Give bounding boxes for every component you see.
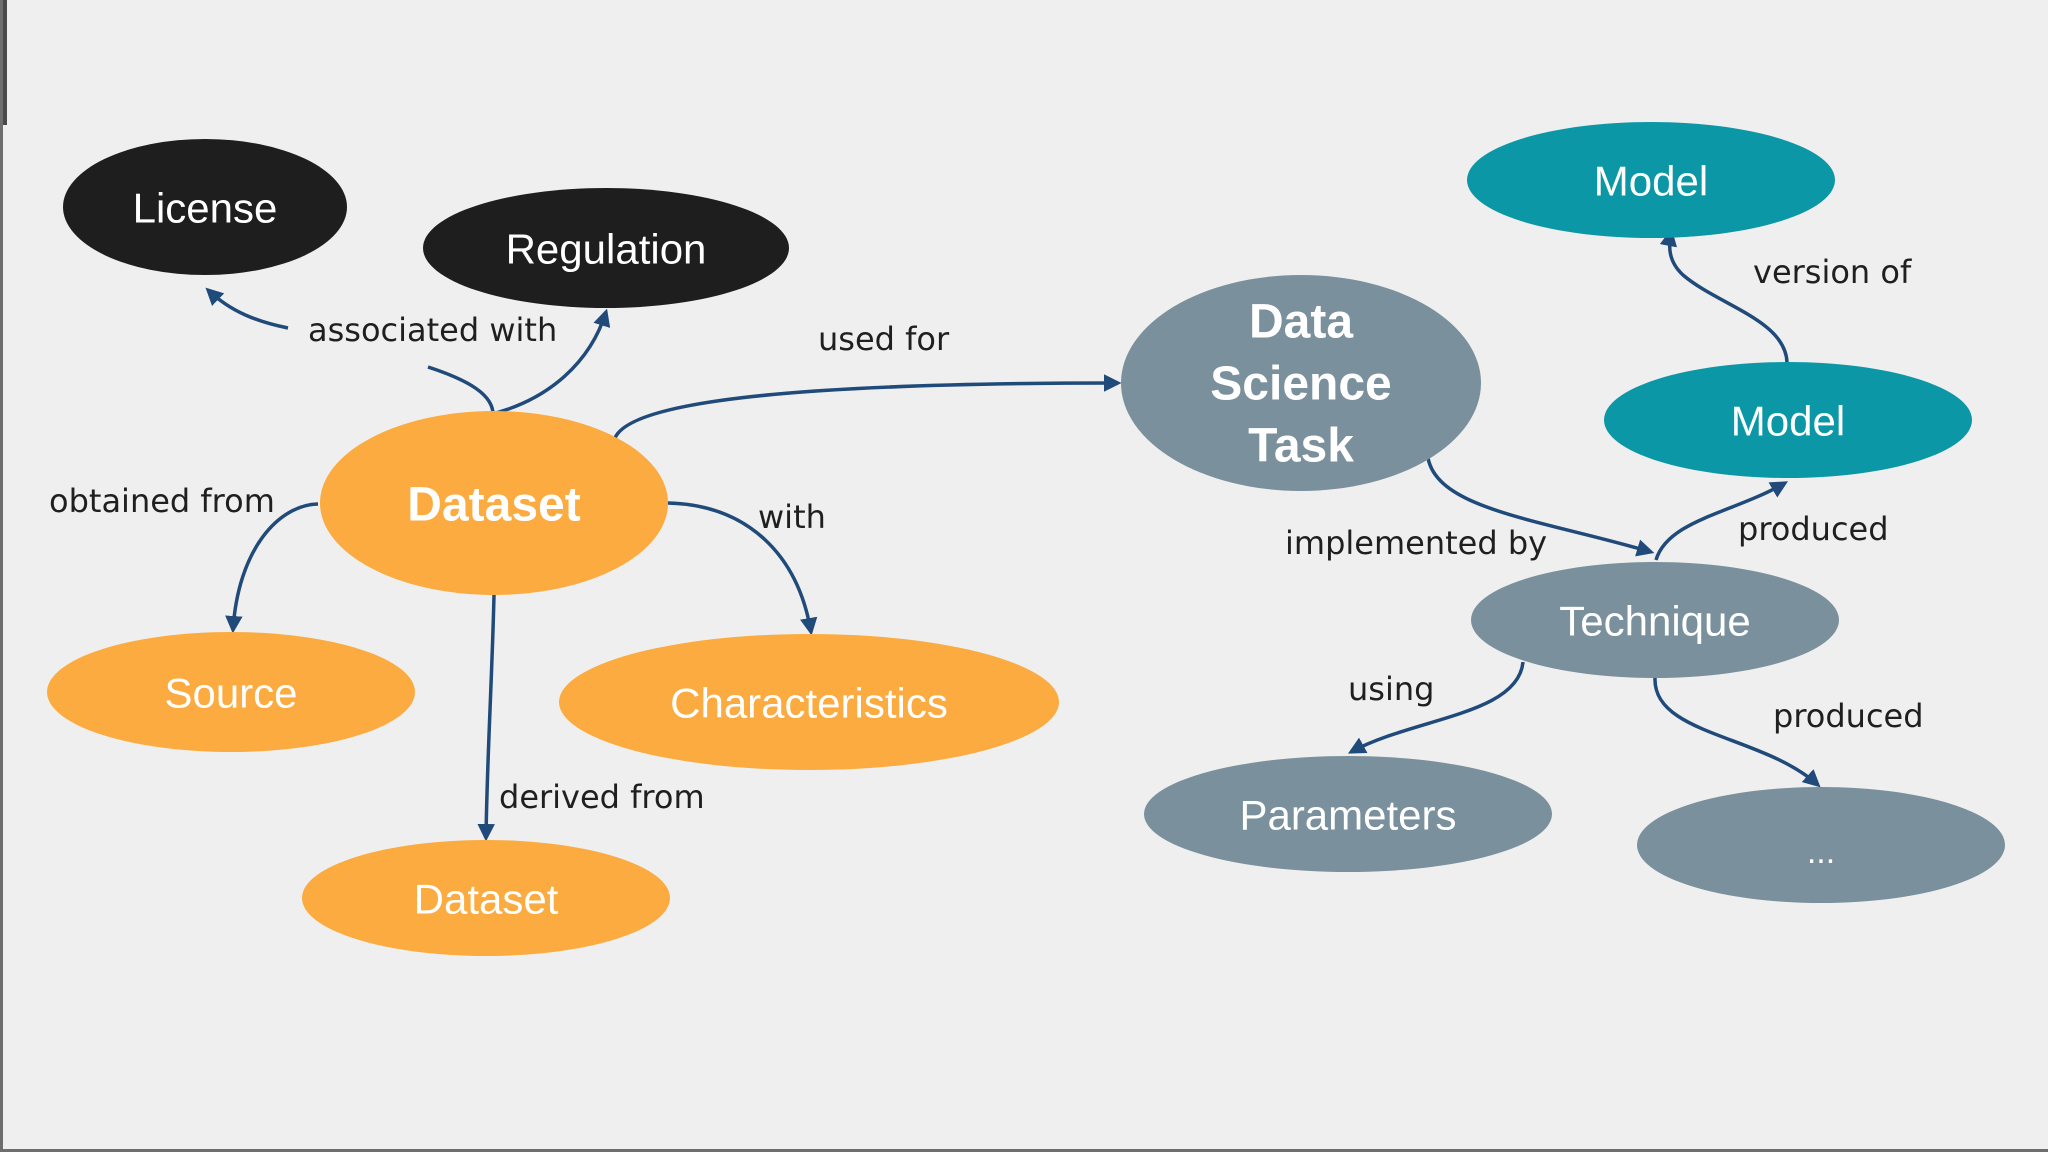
- node-technique: Technique: [1471, 562, 1839, 678]
- node-source: Source: [47, 632, 415, 752]
- node-regulation-label: Regulation: [506, 226, 707, 273]
- node-dataset-derived-label: Dataset: [414, 876, 559, 923]
- node-characteristics: Characteristics: [559, 634, 1059, 770]
- node-ellipsis-label: ...: [1807, 833, 1835, 871]
- node-license-shape: [63, 139, 347, 275]
- edge-with: [667, 501, 818, 636]
- node-regulation-shape: [423, 188, 789, 308]
- edge-label-produced-other: produced: [1773, 697, 1924, 735]
- edge-version-of: [1659, 228, 1789, 363]
- edge-label-with: with: [758, 498, 826, 536]
- node-technique-label: Technique: [1559, 598, 1750, 645]
- node-model-mid: Model: [1604, 362, 1972, 478]
- node-license-label: License: [133, 185, 278, 232]
- node-model-top: Model: [1467, 122, 1835, 238]
- node-characteristics-shape: [559, 634, 1059, 770]
- edge-label-used-for: used for: [818, 320, 950, 358]
- node-data-science-task: Data Science Task: [1121, 275, 1481, 491]
- edge-obtained-from: [225, 502, 319, 634]
- node-technique-shape: [1471, 562, 1839, 678]
- edge-label-implemented-by: implemented by: [1285, 524, 1547, 562]
- node-data-science-task-line-2: Science: [1210, 358, 1391, 411]
- node-data-science-task-line-3: Task: [1248, 420, 1354, 473]
- node-source-label: Source: [164, 670, 297, 717]
- edge-produced-other: [1653, 677, 1821, 788]
- edge-associated-license: [205, 287, 289, 330]
- node-parameters-shape: [1144, 756, 1552, 872]
- edge-associated-stub: [427, 365, 495, 418]
- corner-mark: [3, 0, 7, 125]
- edge-implemented-by: [1426, 457, 1655, 557]
- edge-using: [1347, 661, 1525, 754]
- concept-diagram: License Regulation Dataset Source Charac…: [47, 122, 2005, 956]
- node-characteristics-label: Characteristics: [670, 680, 948, 727]
- edge-label-derived-from: derived from: [499, 778, 705, 816]
- node-dataset-derived-shape: [302, 840, 670, 956]
- edge-produced-model: [1654, 481, 1789, 561]
- node-model-mid-label: Model: [1731, 398, 1845, 445]
- node-license: License: [63, 139, 347, 275]
- node-model-top-label: Model: [1594, 158, 1708, 205]
- node-model-top-shape: [1467, 122, 1835, 238]
- node-data-science-task-line-1: Data: [1249, 296, 1353, 349]
- node-dataset-main-label: Dataset: [407, 479, 580, 532]
- edge-used-for: [613, 374, 1122, 439]
- edge-associated-regulation: [487, 308, 611, 417]
- node-source-shape: [47, 632, 415, 752]
- node-dataset-main-shape: [320, 411, 668, 595]
- node-ellipsis: ...: [1637, 787, 2005, 903]
- node-ellipsis-shape: [1637, 787, 2005, 903]
- edge-derived-from: [477, 594, 496, 842]
- edge-label-obtained-from: obtained from: [49, 482, 275, 520]
- edge-label-produced-model: produced: [1738, 510, 1889, 548]
- edge-label-version-of: version of: [1753, 253, 1912, 291]
- node-dataset-main: Dataset: [320, 411, 668, 595]
- node-parameters: Parameters: [1144, 756, 1552, 872]
- edge-label-associated-with: associated with: [308, 311, 557, 349]
- edge-label-using: using: [1348, 670, 1434, 708]
- node-data-science-task-shape: [1121, 275, 1481, 491]
- node-parameters-label: Parameters: [1239, 792, 1456, 839]
- node-dataset-derived: Dataset: [302, 840, 670, 956]
- node-model-mid-shape: [1604, 362, 1972, 478]
- node-regulation: Regulation: [423, 188, 789, 308]
